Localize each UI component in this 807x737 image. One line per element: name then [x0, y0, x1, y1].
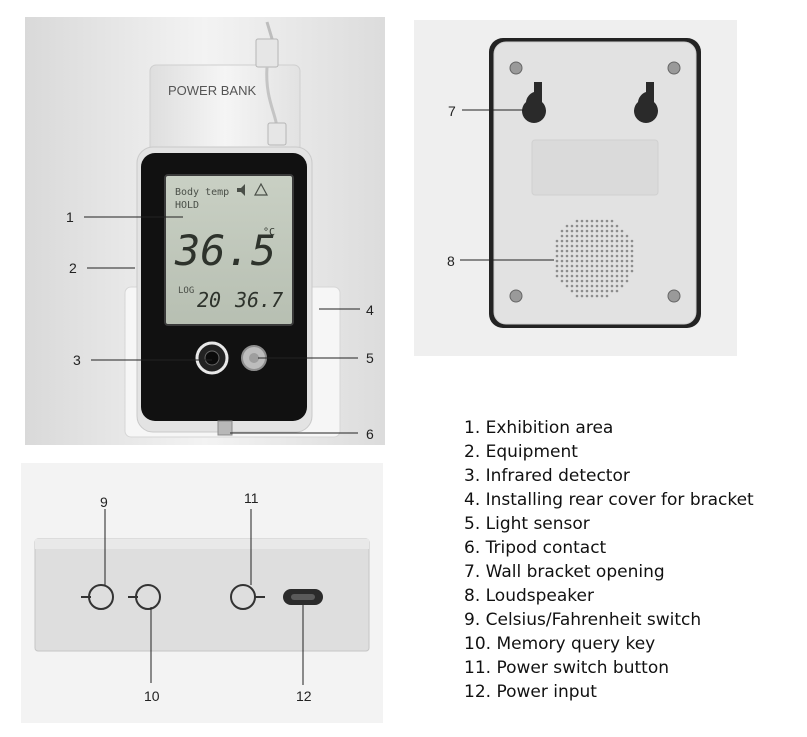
legend-item: 8. Loudspeaker [464, 586, 594, 606]
lcd-unit: °C [263, 227, 275, 238]
callout-3: 3 [73, 352, 81, 368]
front-view-photo: POWER BANK Body temp HOLD 36.5 °C [25, 17, 385, 445]
callout-12: 12 [296, 688, 312, 704]
power-bank-label: POWER BANK [168, 83, 256, 98]
callout-11: 11 [244, 490, 259, 506]
warning-icon [253, 182, 269, 196]
legend-item: 10. Memory query key [464, 634, 656, 654]
front-leader-lines [84, 216, 360, 434]
usb-c-port [283, 589, 323, 605]
screw-holes [509, 61, 681, 303]
legend-item: 12. Power input [464, 682, 597, 702]
callout-1: 1 [66, 209, 74, 225]
bottom-leader-lines [104, 509, 304, 685]
callout-4: 4 [366, 302, 374, 318]
legend-item: 4. Installing rear cover for bracket [464, 490, 754, 510]
back-view-illustration [414, 20, 737, 356]
legend-item: 9. Celsius/Fahrenheit switch [464, 610, 702, 630]
wall-bracket-opening [522, 82, 658, 123]
bottom-view-illustration [21, 463, 383, 723]
lcd-screen [164, 174, 294, 326]
memory-query-key [128, 584, 161, 610]
legend-item: 2. Equipment [464, 442, 578, 462]
lcd-log-index: 20 [197, 288, 221, 312]
legend-item: 11. Power switch button [464, 658, 669, 678]
lcd-reading: 36.5 [174, 226, 276, 275]
speaker-icon [237, 184, 245, 196]
legend-item: 3. Infrared detector [464, 466, 630, 486]
lcd-log-label: LOG [178, 286, 194, 296]
infrared-detector [195, 341, 229, 375]
power-bank: POWER BANK [149, 64, 301, 158]
tripod-contact [217, 420, 233, 436]
back-leader-lines [460, 109, 554, 261]
loudspeaker-grille [555, 219, 634, 298]
callout-7: 7 [448, 103, 456, 119]
legend-item: 7. Wall bracket opening [464, 562, 665, 582]
lcd-mode-line1: Body temp [175, 187, 229, 198]
callout-2: 2 [69, 260, 77, 276]
bottom-view-photo [21, 463, 383, 723]
lcd-mode-line2: HOLD [175, 200, 199, 211]
usb-cable [255, 21, 287, 146]
celsius-fahrenheit-switch [81, 584, 114, 610]
legend-item: 1. Exhibition area [464, 418, 614, 438]
lcd-log-value: 36.7 [234, 288, 283, 312]
callout-6: 6 [366, 426, 374, 442]
thermometer-device: Body temp HOLD 36.5 °C LOG 20 36.7 [136, 146, 313, 433]
callout-9: 9 [100, 494, 108, 510]
label-recess [531, 139, 659, 196]
back-view-photo [414, 20, 737, 356]
callout-10: 10 [144, 688, 160, 704]
power-switch-button [230, 584, 265, 610]
parts-legend: 1. Exhibition area 2. Equipment 3. Infra… [464, 416, 754, 704]
legend-item: 6. Tripod contact [464, 538, 607, 558]
front-view-illustration: POWER BANK Body temp HOLD 36.5 °C [25, 17, 385, 445]
callout-8: 8 [447, 253, 455, 269]
legend-item: 5. Light sensor [464, 514, 590, 534]
callout-5: 5 [366, 350, 374, 366]
